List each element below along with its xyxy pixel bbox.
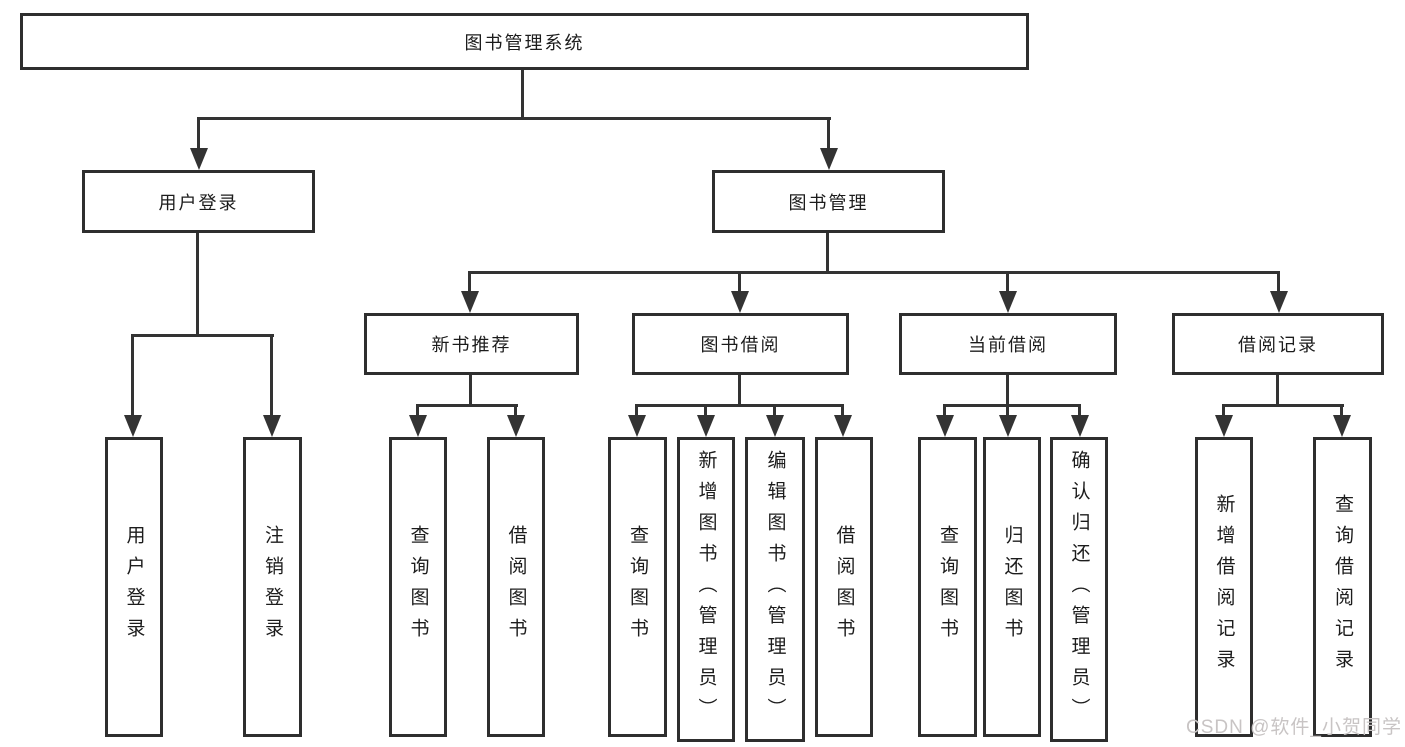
connector-line (1006, 375, 1009, 406)
connector-line (417, 404, 518, 407)
connector-line (270, 334, 273, 419)
connector-line (197, 117, 200, 152)
leaf-add-book-admin-label: 新增图书（管理员） (695, 450, 717, 729)
connector-line (636, 404, 844, 407)
leaf-query-books-borrowing: 查询图书 (608, 437, 667, 737)
connector-line (1006, 271, 1009, 296)
connector-line (1276, 375, 1279, 406)
connector-line (704, 404, 707, 418)
leaf-logout-label: 注销登录 (262, 525, 283, 649)
arrow-down-icon (697, 415, 715, 437)
connector-line (1223, 404, 1344, 407)
connector-line (1340, 404, 1343, 418)
connector-line (944, 404, 1081, 407)
leaf-borrow-books-recommend: 借阅图书 (487, 437, 545, 737)
leaf-add-book-admin: 新增图书（管理员） (677, 437, 735, 742)
node-user-login: 用户登录 (82, 170, 315, 233)
leaf-query-borrow-record: 查询借阅记录 (1313, 437, 1372, 737)
leaf-query-books-current: 查询图书 (918, 437, 977, 737)
connector-line (468, 271, 471, 296)
connector-line (738, 375, 741, 406)
leaf-query-books-borrowing-label: 查询图书 (627, 525, 648, 649)
arrow-down-icon (834, 415, 852, 437)
connector-line (469, 271, 1280, 274)
arrow-down-icon (409, 415, 427, 437)
node-root-system-label: 图书管理系统 (464, 32, 585, 53)
connector-line (826, 233, 829, 274)
node-root-system: 图书管理系统 (20, 13, 1029, 70)
arrow-down-icon (999, 291, 1017, 313)
leaf-borrow-books-recommend-label: 借阅图书 (505, 525, 527, 649)
leaf-borrow-books-borrowing: 借阅图书 (815, 437, 873, 737)
arrow-down-icon (999, 415, 1017, 437)
leaf-user-login-label: 用户登录 (123, 525, 145, 649)
node-current-borrowing: 当前借阅 (899, 313, 1117, 375)
arrow-down-icon (461, 291, 479, 313)
arrow-down-icon (628, 415, 646, 437)
connector-line (841, 404, 844, 418)
arrow-down-icon (1071, 415, 1089, 437)
node-book-borrowing: 图书借阅 (632, 313, 849, 375)
connector-line (943, 404, 946, 418)
node-borrowing-records: 借阅记录 (1172, 313, 1384, 375)
arrow-down-icon (820, 148, 838, 170)
connector-line (416, 404, 419, 418)
leaf-borrow-books-borrowing-label: 借阅图书 (833, 525, 855, 649)
node-book-borrowing-label: 图书借阅 (700, 335, 781, 355)
node-borrowing-records-label: 借阅记录 (1238, 335, 1318, 355)
arrow-down-icon (1333, 415, 1351, 437)
connector-line (1078, 404, 1081, 418)
node-new-book-recommendation-label: 新书推荐 (431, 335, 512, 355)
connector-line (196, 233, 199, 336)
leaf-query-books-recommend: 查询图书 (389, 437, 447, 737)
arrow-down-icon (190, 148, 208, 170)
connector-line (469, 375, 472, 406)
leaf-edit-book-admin-label: 编辑图书（管理员） (764, 450, 786, 729)
connector-line (198, 117, 831, 120)
leaf-confirm-return-admin: 确认归还（管理员） (1050, 437, 1108, 742)
arrow-down-icon (936, 415, 954, 437)
leaf-logout: 注销登录 (243, 437, 302, 737)
leaf-add-borrow-record: 新增借阅记录 (1195, 437, 1253, 737)
leaf-query-books-recommend-label: 查询图书 (407, 525, 429, 649)
leaf-edit-book-admin: 编辑图书（管理员） (745, 437, 805, 742)
arrow-down-icon (731, 291, 749, 313)
leaf-return-book: 归还图书 (983, 437, 1041, 737)
leaf-query-books-current-label: 查询图书 (937, 525, 958, 649)
leaf-user-login: 用户登录 (105, 437, 163, 737)
node-new-book-recommendation: 新书推荐 (364, 313, 579, 375)
connector-line (827, 117, 830, 152)
arrow-down-icon (124, 415, 142, 437)
arrow-down-icon (507, 415, 525, 437)
connector-line (635, 404, 638, 418)
arrow-down-icon (1215, 415, 1233, 437)
arrow-down-icon (1270, 291, 1288, 313)
connector-line (131, 334, 134, 419)
connector-line (1277, 271, 1280, 296)
connector-line (738, 271, 741, 296)
node-current-borrowing-label: 当前借阅 (968, 335, 1048, 355)
csdn-watermark: CSDN @软件_小贺同学 (1186, 717, 1402, 738)
arrow-down-icon (263, 415, 281, 437)
connector-line (773, 404, 776, 418)
connector-line (1222, 404, 1225, 418)
leaf-confirm-return-admin-label: 确认归还（管理员） (1068, 450, 1090, 729)
connector-line (514, 404, 517, 418)
leaf-return-book-label: 归还图书 (1001, 525, 1023, 649)
connector-line (132, 334, 274, 337)
leaf-query-borrow-record-label: 查询借阅记录 (1332, 494, 1353, 680)
node-book-management-label: 图书管理 (788, 192, 869, 213)
connector-line (521, 69, 524, 118)
leaf-add-borrow-record-label: 新增借阅记录 (1213, 494, 1235, 680)
node-user-login-label: 用户登录 (158, 192, 239, 213)
arrow-down-icon (766, 415, 784, 437)
node-book-management: 图书管理 (712, 170, 945, 233)
connector-line (1006, 404, 1009, 418)
